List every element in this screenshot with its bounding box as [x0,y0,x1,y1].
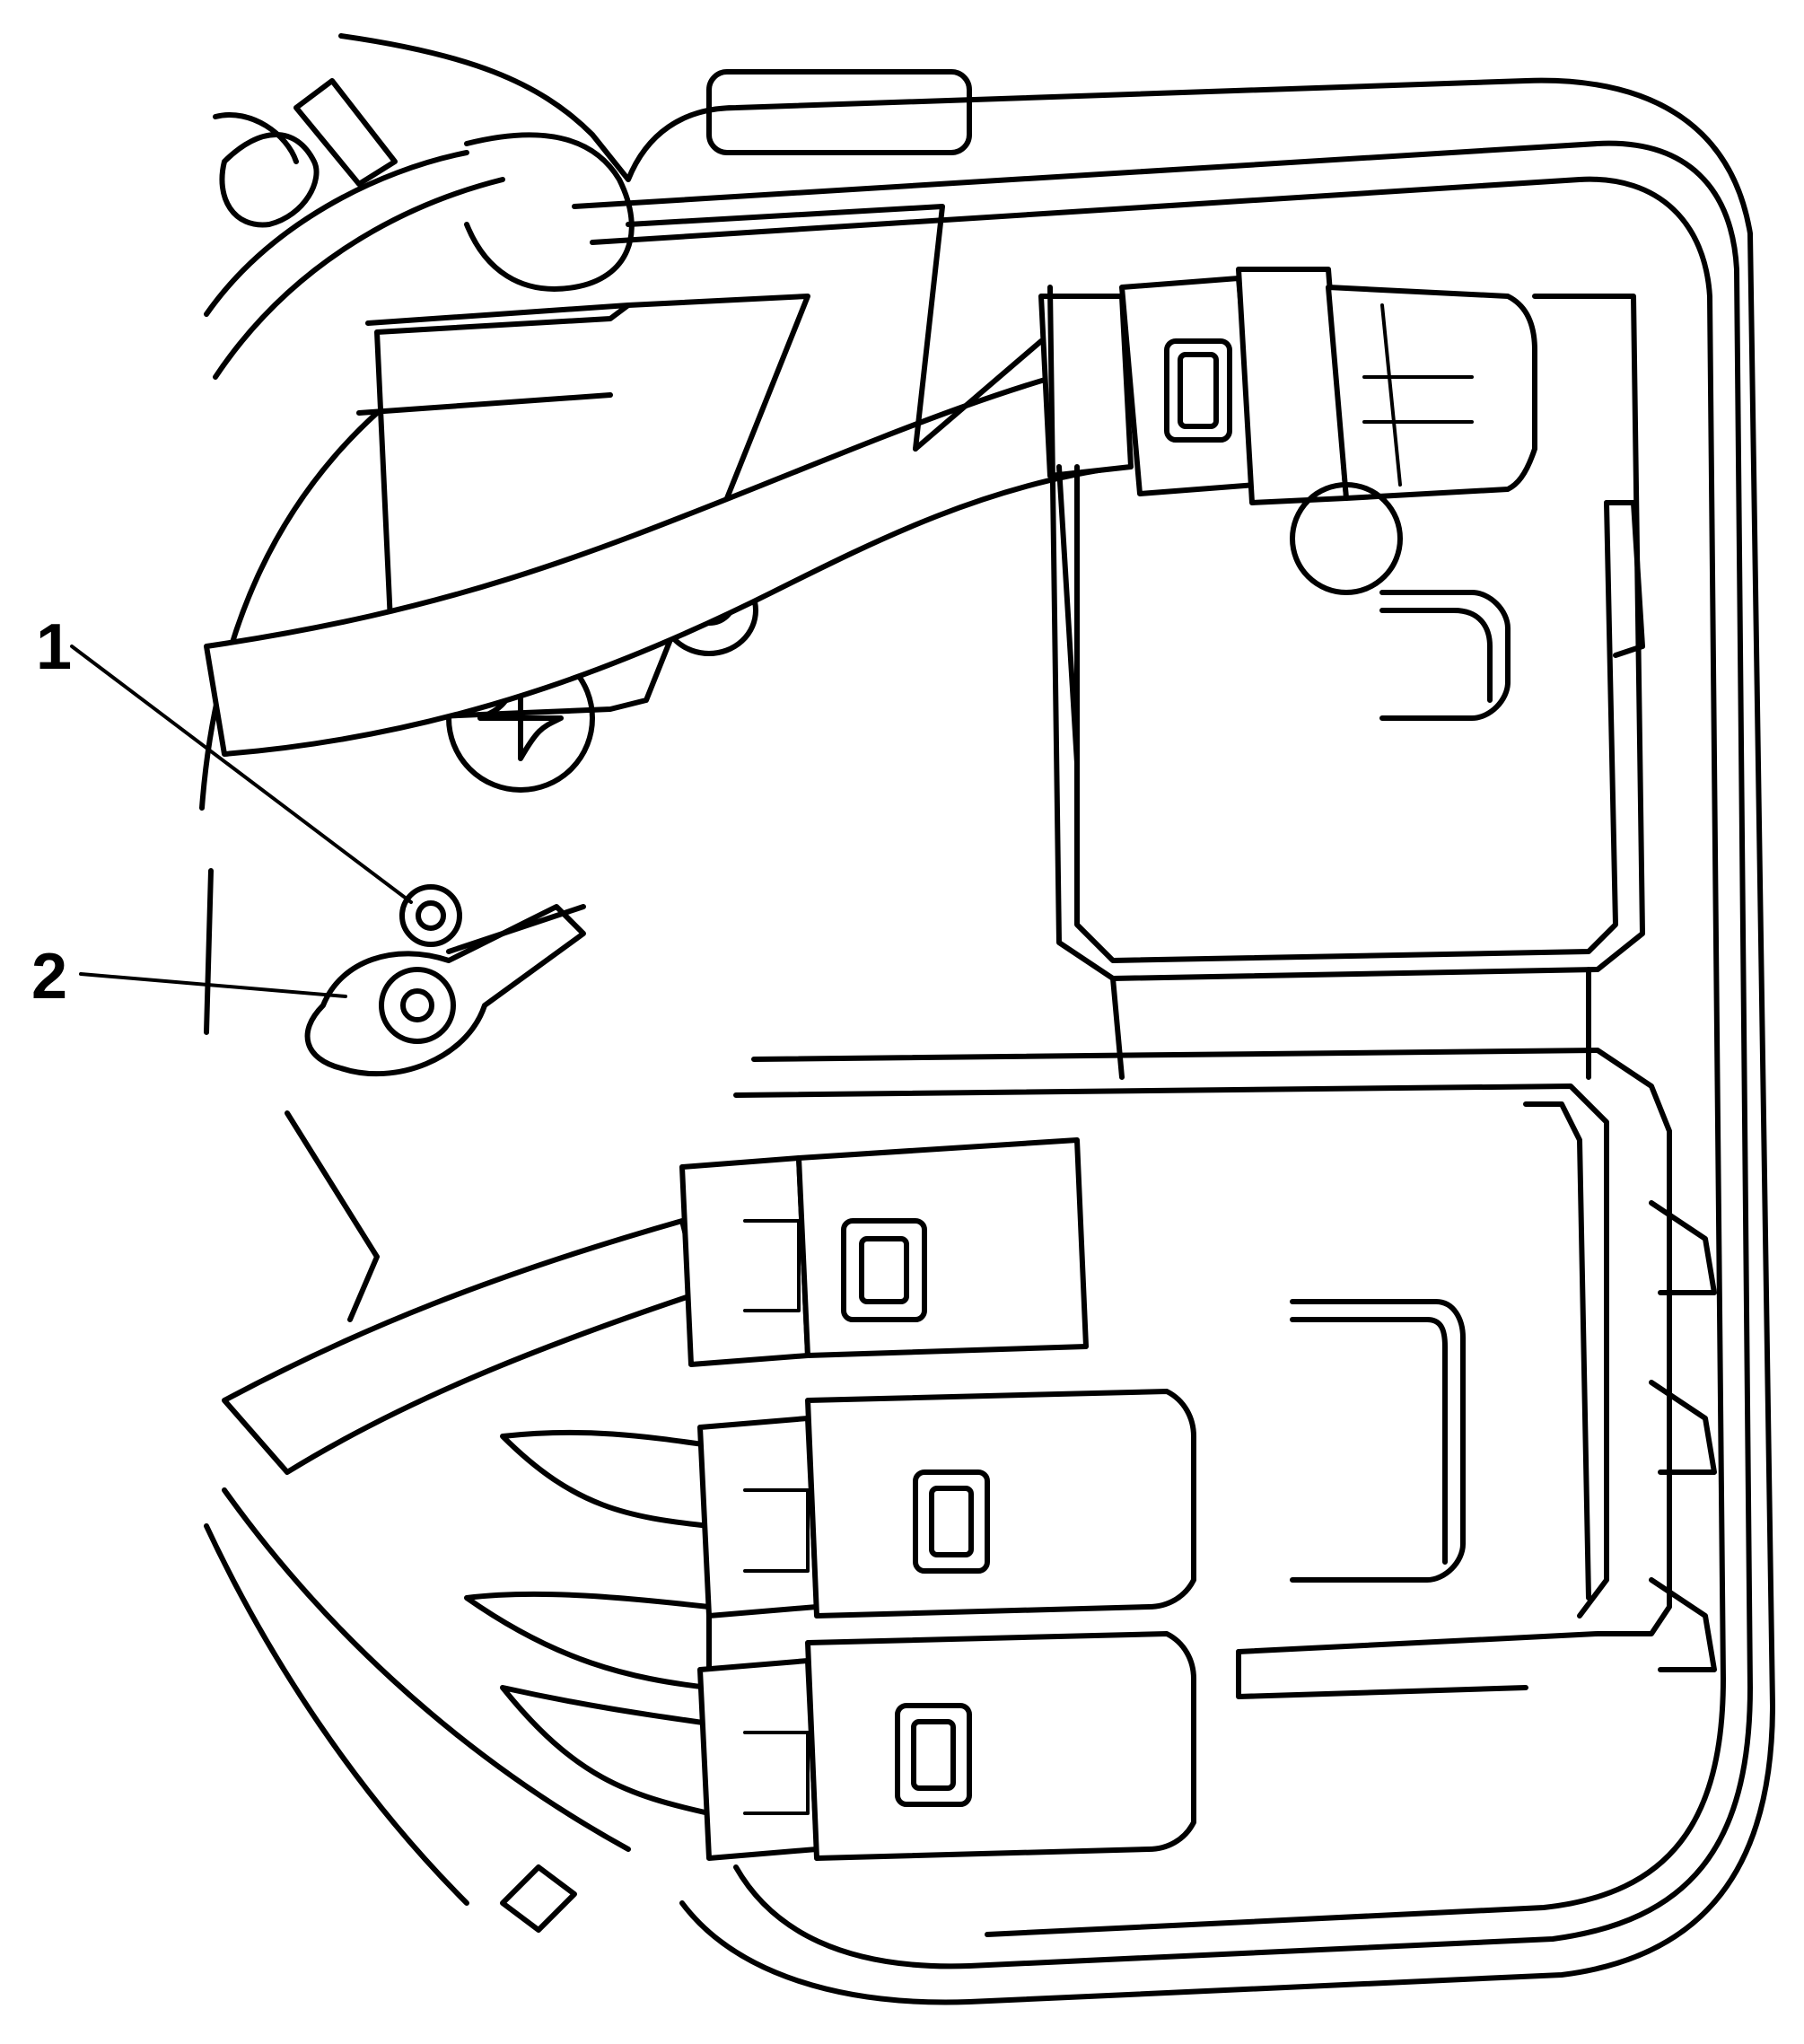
lower-box [733,1048,1717,1699]
lower-harness [222,1218,712,1852]
connector-c [697,1631,1196,1861]
connector-b [697,1389,1196,1619]
callout-1: 1 [36,611,413,904]
callout-2: 2 [31,941,347,1013]
callout-leader-1 [70,645,413,904]
ground-fastener [285,884,586,1322]
callout-label-2: 2 [31,941,67,1013]
left-structure [199,78,577,1933]
housing-outer [338,33,1775,2005]
top-connector [1038,267,1537,595]
callout-label-1: 1 [36,611,72,683]
upper-tray [1047,285,1645,1080]
callout-leader-2 [79,972,347,998]
connector-a [679,1137,1089,1367]
